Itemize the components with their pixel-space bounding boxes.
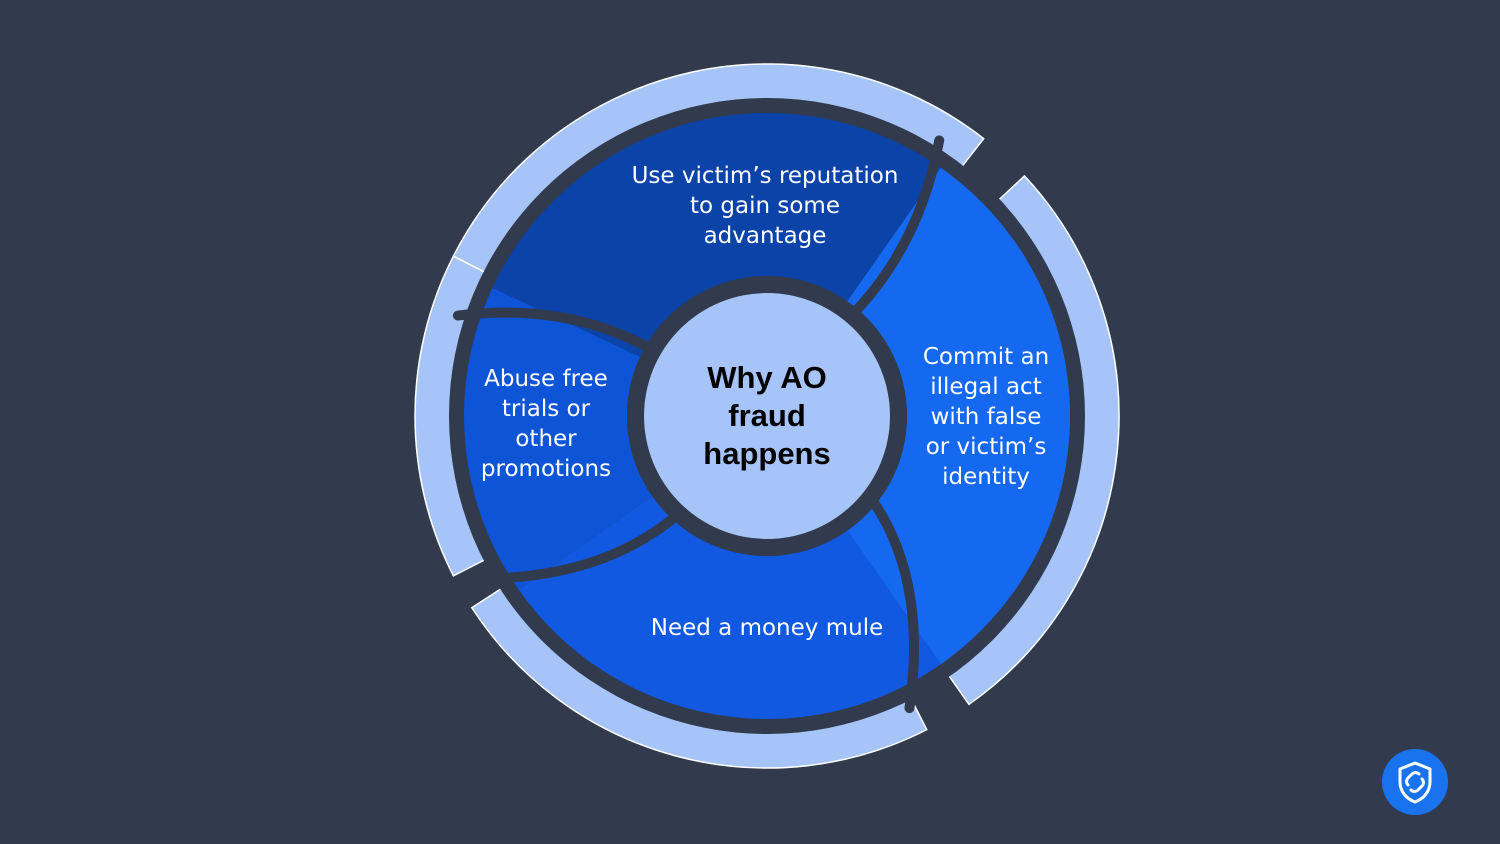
segment-label-top: Use victim’s reputation to gain some adv… [631,163,899,249]
shield-link-icon [1382,749,1448,815]
separator-top-right [845,135,945,322]
segment-label-bottom: Need a money mule [650,615,884,641]
segment-label-right: Commit an illegal act with false or vict… [922,344,1050,490]
segment-label-left: Abuse free trials or other promotions [480,366,612,482]
center-title: Why AO fraud happens [703,360,831,471]
separator-left-top [452,307,660,356]
segment-right [847,167,1070,665]
separator-bottom-left [480,507,686,584]
segment-top [492,113,941,357]
segment-left [463,287,653,590]
center-hub [644,293,890,539]
segment-separators [452,135,945,714]
separator-right-bottom [864,491,919,714]
